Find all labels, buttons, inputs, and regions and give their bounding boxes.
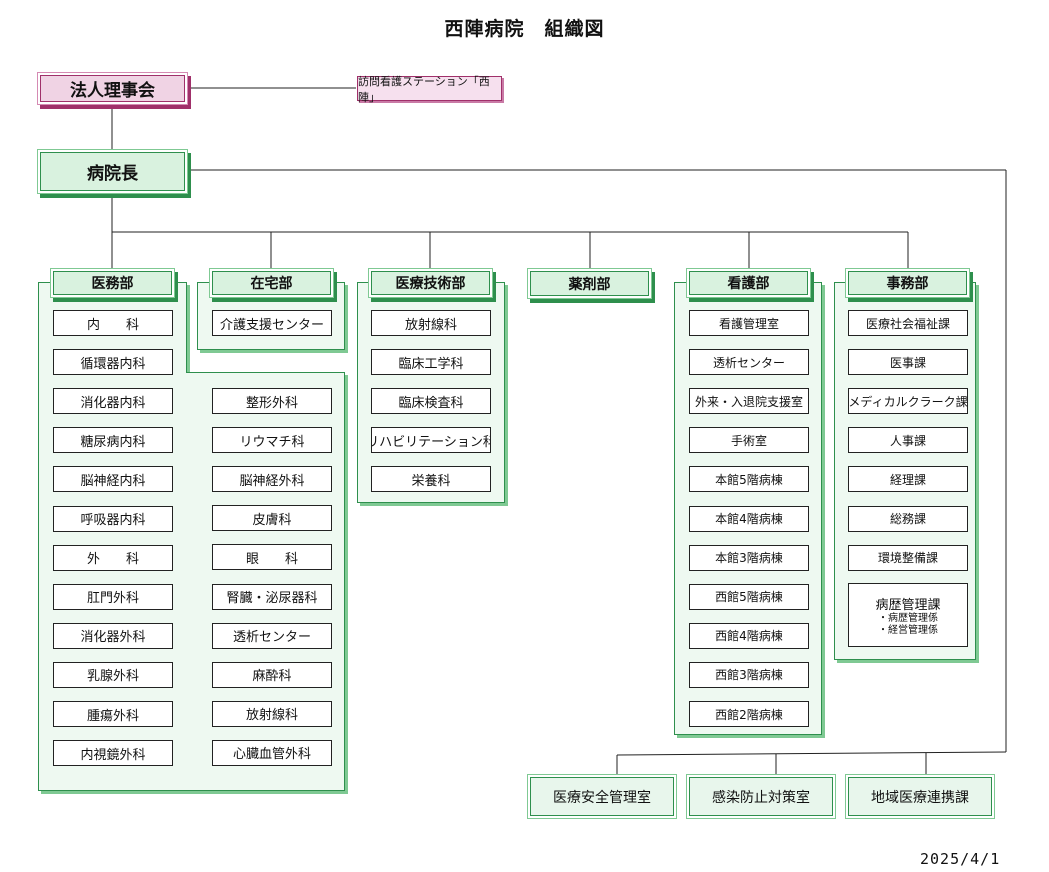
dept-item-box: 消化器外科 — [53, 622, 173, 649]
admin-dept-header: 事務部 — [846, 269, 969, 297]
records-box: 病歴管理課 ・病歴管理係 ・経営管理係 — [848, 583, 968, 647]
dept-item-box: 西館2階病棟 — [689, 701, 809, 727]
dept-item-box: 内 科 — [53, 310, 173, 336]
date-label: 2025/4/1 — [920, 850, 1001, 868]
dept-item-box: 消化器内科 — [53, 388, 173, 415]
director-box: 病院長 — [38, 150, 187, 193]
dept-item-box: 脳神経外科 — [212, 466, 332, 493]
dept-item-box: 外 科 — [53, 544, 173, 571]
dept-item-box: 透析センター — [212, 622, 332, 649]
regional-liaison-box: 地域医療連携課 — [848, 777, 992, 816]
safety-office-box: 医療安全管理室 — [530, 777, 674, 816]
board-box: 法人理事会 — [38, 73, 187, 104]
nursing-dept-header: 看護部 — [687, 269, 810, 297]
dept-item-box: 腫瘍外科 — [53, 701, 173, 727]
dept-item-box: 西館3階病棟 — [689, 661, 809, 688]
dept-item-box: 透析センター — [689, 349, 809, 376]
dept-item-box: 呼吸器内科 — [53, 505, 173, 532]
dept-item-box: 放射線科 — [371, 310, 491, 336]
dept-item-box: 本館3階病棟 — [689, 544, 809, 571]
dept-item-box: 経理課 — [848, 466, 968, 493]
tech-dept-header: 医療技術部 — [369, 269, 492, 297]
dept-item-box: 放射線科 — [212, 700, 332, 727]
dept-item-box: 皮膚科 — [212, 505, 332, 532]
dept-item-box: 医事課 — [848, 349, 968, 376]
records-label: 病歴管理課 — [875, 597, 941, 613]
records-sub-item: ・経営管理係 — [878, 624, 938, 636]
dept-item-box: 眼 科 — [212, 544, 332, 571]
records-sub-item: ・病歴管理係 — [878, 612, 938, 624]
dept-item-box: 手術室 — [689, 427, 809, 454]
dept-item-box: 整形外科 — [212, 388, 332, 414]
pharmacy-dept-header: 薬剤部 — [528, 269, 651, 298]
dept-item-box: 糖尿病内科 — [53, 427, 173, 454]
dept-item-box: 外来・入退院支援室 — [689, 388, 809, 415]
dept-item-box: 内視鏡外科 — [53, 740, 173, 767]
dept-item-box: 総務課 — [848, 505, 968, 532]
dept-item-box: 西館5階病棟 — [689, 583, 809, 610]
dept-item-box: メディカルクラーク課 — [848, 388, 968, 415]
dept-item-box: 本館4階病棟 — [689, 505, 809, 532]
dept-item-box: 栄養科 — [371, 466, 491, 493]
dept-item-box: リハビリテーション科 — [371, 427, 491, 454]
visiting-nurse-box: 訪問看護ステーション「西陣」 — [357, 75, 502, 104]
dept-item-box: 臨床検査科 — [371, 388, 491, 415]
dept-item-box: 看護管理室 — [689, 310, 809, 336]
medical-dept-header: 医務部 — [51, 269, 174, 297]
dept-item-box: 循環器内科 — [53, 349, 173, 376]
dept-item-box: 臨床工学科 — [371, 349, 491, 376]
infection-office-box: 感染防止対策室 — [689, 777, 833, 816]
dept-item-box: 麻酔科 — [212, 661, 332, 688]
dept-item-box: 心臓血管外科 — [212, 739, 332, 766]
dept-item-box: 人事課 — [848, 427, 968, 454]
dept-item-box: 脳神経内科 — [53, 466, 173, 493]
home-item: 介護支援センター — [212, 310, 332, 336]
dept-item-box: 乳腺外科 — [53, 661, 173, 688]
dept-item-box: リウマチ科 — [212, 427, 332, 454]
dept-item-box: 肛門外科 — [53, 583, 173, 610]
dept-item-box: 医療社会福祉課 — [848, 310, 968, 336]
home-dept-header: 在宅部 — [210, 269, 333, 297]
dept-item-box: 本館5階病棟 — [689, 466, 809, 493]
dept-item-box: 腎臓・泌尿器科 — [212, 583, 332, 610]
page-title: 西陣病院 組織図 — [444, 18, 605, 40]
dept-item-box: 環境整備課 — [848, 544, 968, 571]
dept-item-box: 西館4階病棟 — [689, 622, 809, 649]
